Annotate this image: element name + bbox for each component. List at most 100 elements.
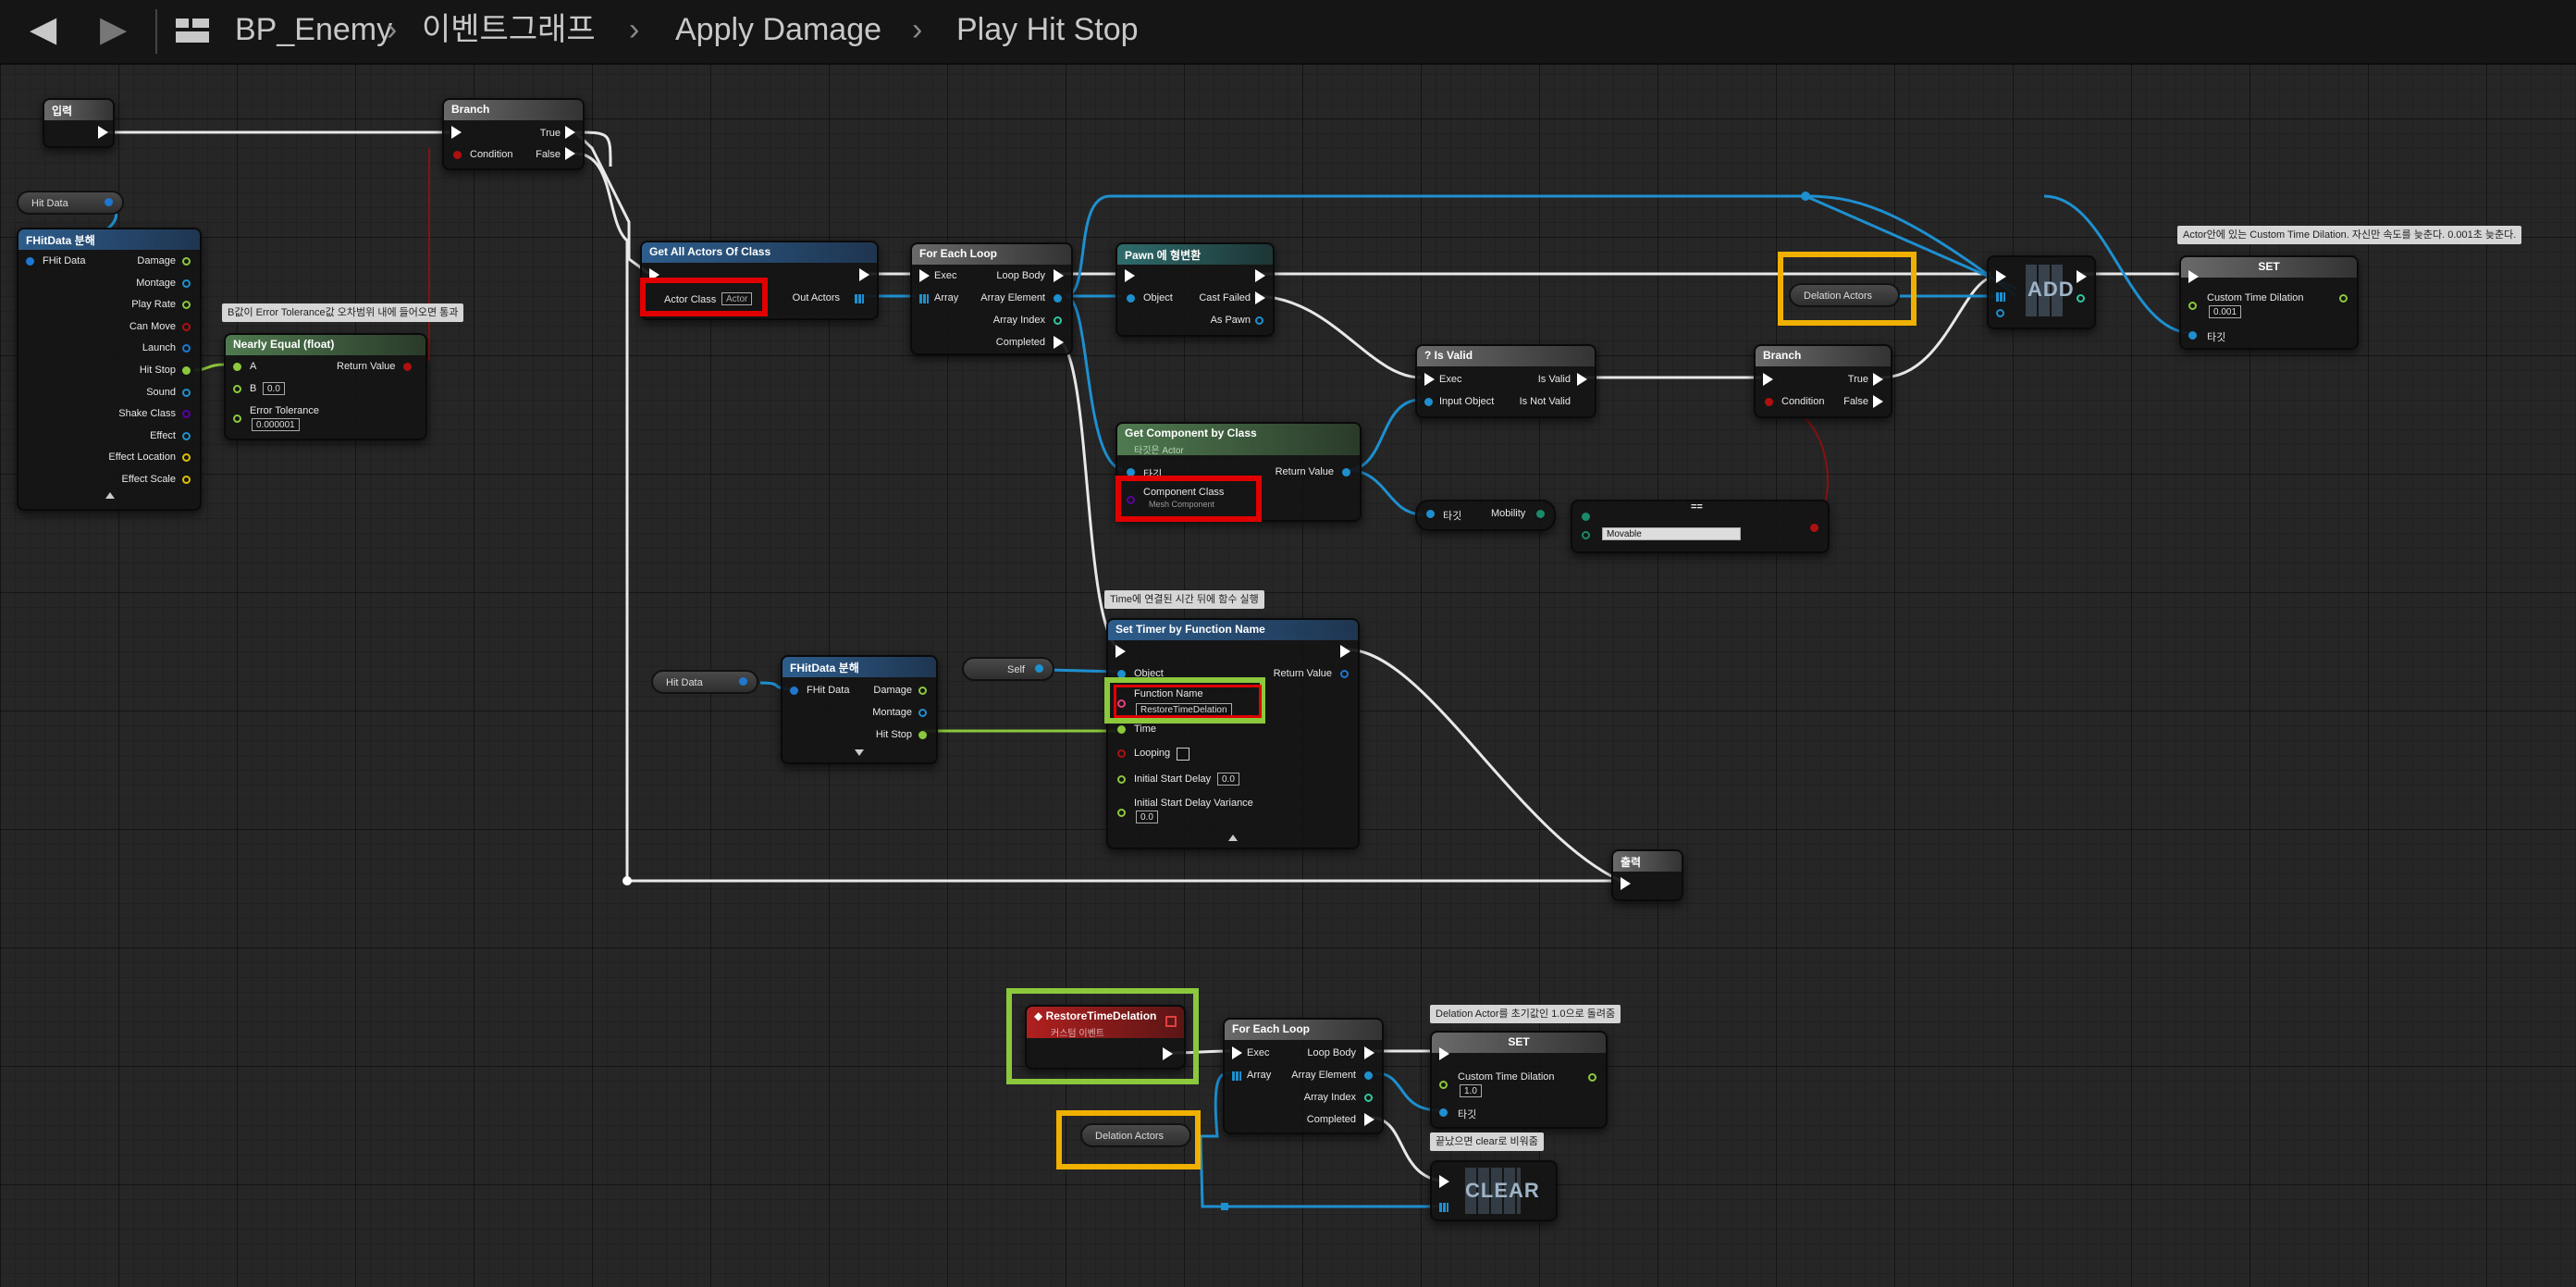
exec-out-pin[interactable]: [2339, 270, 2349, 283]
is-valid-node[interactable]: ? Is Valid Exec Is Valid Input Object Is…: [1415, 344, 1596, 418]
exec-in-pin[interactable]: [1763, 373, 1773, 386]
exec-in-pin[interactable]: [919, 269, 930, 282]
return-value-pin[interactable]: [1342, 468, 1350, 476]
condition-pin[interactable]: [453, 151, 462, 159]
ctd-in-pin[interactable]: [2188, 302, 2197, 310]
target-pin[interactable]: [2188, 331, 2197, 340]
array-element-pin[interactable]: [1364, 1071, 1373, 1080]
get-component-by-class-node[interactable]: Get Component by Class 타깃은 Actor 타깃 Retu…: [1115, 422, 1362, 522]
tolerance-value-input[interactable]: 0.000001: [252, 418, 300, 431]
actor-class-select[interactable]: Actor: [721, 292, 753, 305]
expand-arrow-icon[interactable]: [855, 749, 864, 756]
restore-time-delation-event-node[interactable]: ◆ RestoreTimeDelation 커스텀 이벤트: [1025, 1005, 1186, 1070]
comment-tolerance[interactable]: B값이 Error Tolerance값 오차범위 내에 들어오면 통과: [222, 303, 464, 322]
as-pawn-pin[interactable]: [1255, 316, 1263, 325]
component-class-pin[interactable]: [1127, 496, 1135, 504]
return-bool-pin[interactable]: [1810, 524, 1818, 532]
comment-clear[interactable]: 끝났으면 clear로 비워줌: [1430, 1132, 1544, 1151]
exec-in-pin[interactable]: [1424, 373, 1435, 386]
b-pin[interactable]: [233, 385, 241, 393]
array-in-pin[interactable]: [1996, 292, 2005, 302]
array-add-node[interactable]: ADD: [1987, 255, 2096, 329]
break-output-pin[interactable]: [182, 431, 191, 440]
cast-failed-pin[interactable]: [1255, 291, 1265, 304]
object-pin[interactable]: [1117, 670, 1126, 678]
mobility-enum-select[interactable]: Movable: [1602, 527, 1741, 540]
get-mobility-node[interactable]: 타깃 Mobility: [1415, 500, 1556, 531]
enum-a-pin[interactable]: [1582, 513, 1590, 521]
exec-in-pin[interactable]: [1125, 269, 1135, 282]
breadcrumb-graph[interactable]: 이벤트그래프: [422, 12, 596, 47]
forward-icon[interactable]: ▶: [100, 10, 128, 49]
self-variable[interactable]: Self: [962, 657, 1054, 681]
get-all-actors-node[interactable]: Get All Actors Of Class Actor Class Acto…: [640, 241, 879, 320]
breadcrumb-blueprint[interactable]: BP_Enemy: [235, 12, 393, 47]
function-name-pin[interactable]: [1117, 699, 1126, 708]
exec-out-pin[interactable]: [1163, 1047, 1173, 1060]
exec-out-pin[interactable]: [98, 126, 108, 139]
cast-to-pawn-node[interactable]: Pawn 에 형변환 Object Cast Failed As Pawn: [1115, 242, 1275, 337]
hit-stop-pin[interactable]: [918, 731, 927, 739]
return-bool-pin[interactable]: [403, 363, 412, 371]
comment-time-dilation[interactable]: Actor안에 있는 Custom Time Dilation. 자신만 속도를…: [2177, 226, 2522, 244]
exec-false-pin[interactable]: [1873, 395, 1883, 408]
input-node[interactable]: 입력: [43, 98, 115, 148]
break-output-pin[interactable]: [182, 476, 191, 484]
enum-equal-node[interactable]: == Movable: [1571, 500, 1830, 553]
for-each-loop-node-1[interactable]: For Each Loop Exec Loop Body Array Array…: [910, 242, 1073, 355]
exec-true-pin[interactable]: [1873, 373, 1883, 386]
hit-data-variable[interactable]: Hit Data: [17, 191, 124, 215]
completed-pin[interactable]: [1364, 1113, 1374, 1126]
is-valid-exec-pin[interactable]: [1577, 373, 1587, 386]
exec-out-pin[interactable]: [1255, 269, 1265, 282]
mobility-out-pin[interactable]: [1536, 510, 1545, 518]
target-pin[interactable]: [1426, 510, 1435, 518]
break-output-pin[interactable]: [182, 301, 191, 310]
array-in-pin[interactable]: [919, 294, 929, 303]
array-element-pin[interactable]: [1054, 294, 1062, 303]
set-time-dilation-node-2[interactable]: SET Custom Time Dilation 1.0 타깃: [1430, 1031, 1608, 1129]
exec-in-pin[interactable]: [1996, 270, 2006, 283]
object-pin[interactable]: [1127, 294, 1135, 303]
variance-pin[interactable]: [1117, 809, 1126, 817]
damage-pin[interactable]: [918, 687, 927, 695]
branch-node-1[interactable]: Branch True Condition False: [442, 98, 585, 170]
struct-pin[interactable]: [105, 198, 113, 206]
array-index-pin[interactable]: [1054, 316, 1062, 325]
for-each-loop-node-2[interactable]: For Each Loop Exec Loop Body Array Array…: [1223, 1018, 1384, 1134]
struct-pin[interactable]: [739, 677, 747, 686]
back-icon[interactable]: ◀: [30, 10, 57, 49]
a-pin[interactable]: [233, 363, 241, 371]
hit-data-variable-2[interactable]: Hit Data: [651, 670, 758, 694]
b-value-input[interactable]: 0.0: [263, 382, 285, 395]
function-name-input[interactable]: RestoreTimeDelation: [1136, 703, 1232, 716]
exec-in-pin[interactable]: [1621, 877, 1631, 890]
exec-in-pin[interactable]: [649, 268, 659, 281]
input-object-pin[interactable]: [1424, 398, 1433, 406]
exec-in-pin[interactable]: [1115, 645, 1126, 658]
ctd-value-input[interactable]: 1.0: [1460, 1084, 1482, 1097]
exec-in-pin[interactable]: [1232, 1046, 1242, 1059]
set-timer-by-function-name-node[interactable]: Set Timer by Function Name Object Return…: [1106, 618, 1360, 849]
delay-value-input[interactable]: 0.0: [1217, 773, 1239, 786]
collapse-arrow-icon[interactable]: [1228, 835, 1238, 841]
delay-pin[interactable]: [1117, 775, 1126, 784]
exec-false-pin[interactable]: [565, 147, 575, 160]
delegate-pin[interactable]: [1165, 1016, 1177, 1027]
break-output-pin[interactable]: [182, 322, 191, 331]
break-output-pin[interactable]: [182, 410, 191, 419]
branch-node-2[interactable]: Branch True Condition False: [1754, 344, 1892, 418]
looping-checkbox[interactable]: [1177, 748, 1189, 761]
time-pin[interactable]: [1117, 725, 1126, 734]
delation-actors-variable-1[interactable]: Delation Actors: [1789, 283, 1900, 307]
self-pin[interactable]: [1035, 664, 1043, 673]
montage-pin[interactable]: [918, 709, 927, 717]
target-pin[interactable]: [1127, 468, 1135, 476]
exec-out-pin[interactable]: [1588, 1047, 1598, 1060]
break-output-pin[interactable]: [182, 257, 191, 266]
exec-out-pin[interactable]: [859, 268, 869, 281]
loop-body-pin[interactable]: [1054, 269, 1064, 282]
exec-true-pin[interactable]: [565, 126, 575, 139]
break-hitdata-node-2[interactable]: FHitData 분해 FHit Data Damage Montage Hit…: [781, 655, 938, 764]
delation-actors-variable-2[interactable]: Delation Actors: [1080, 1123, 1191, 1147]
